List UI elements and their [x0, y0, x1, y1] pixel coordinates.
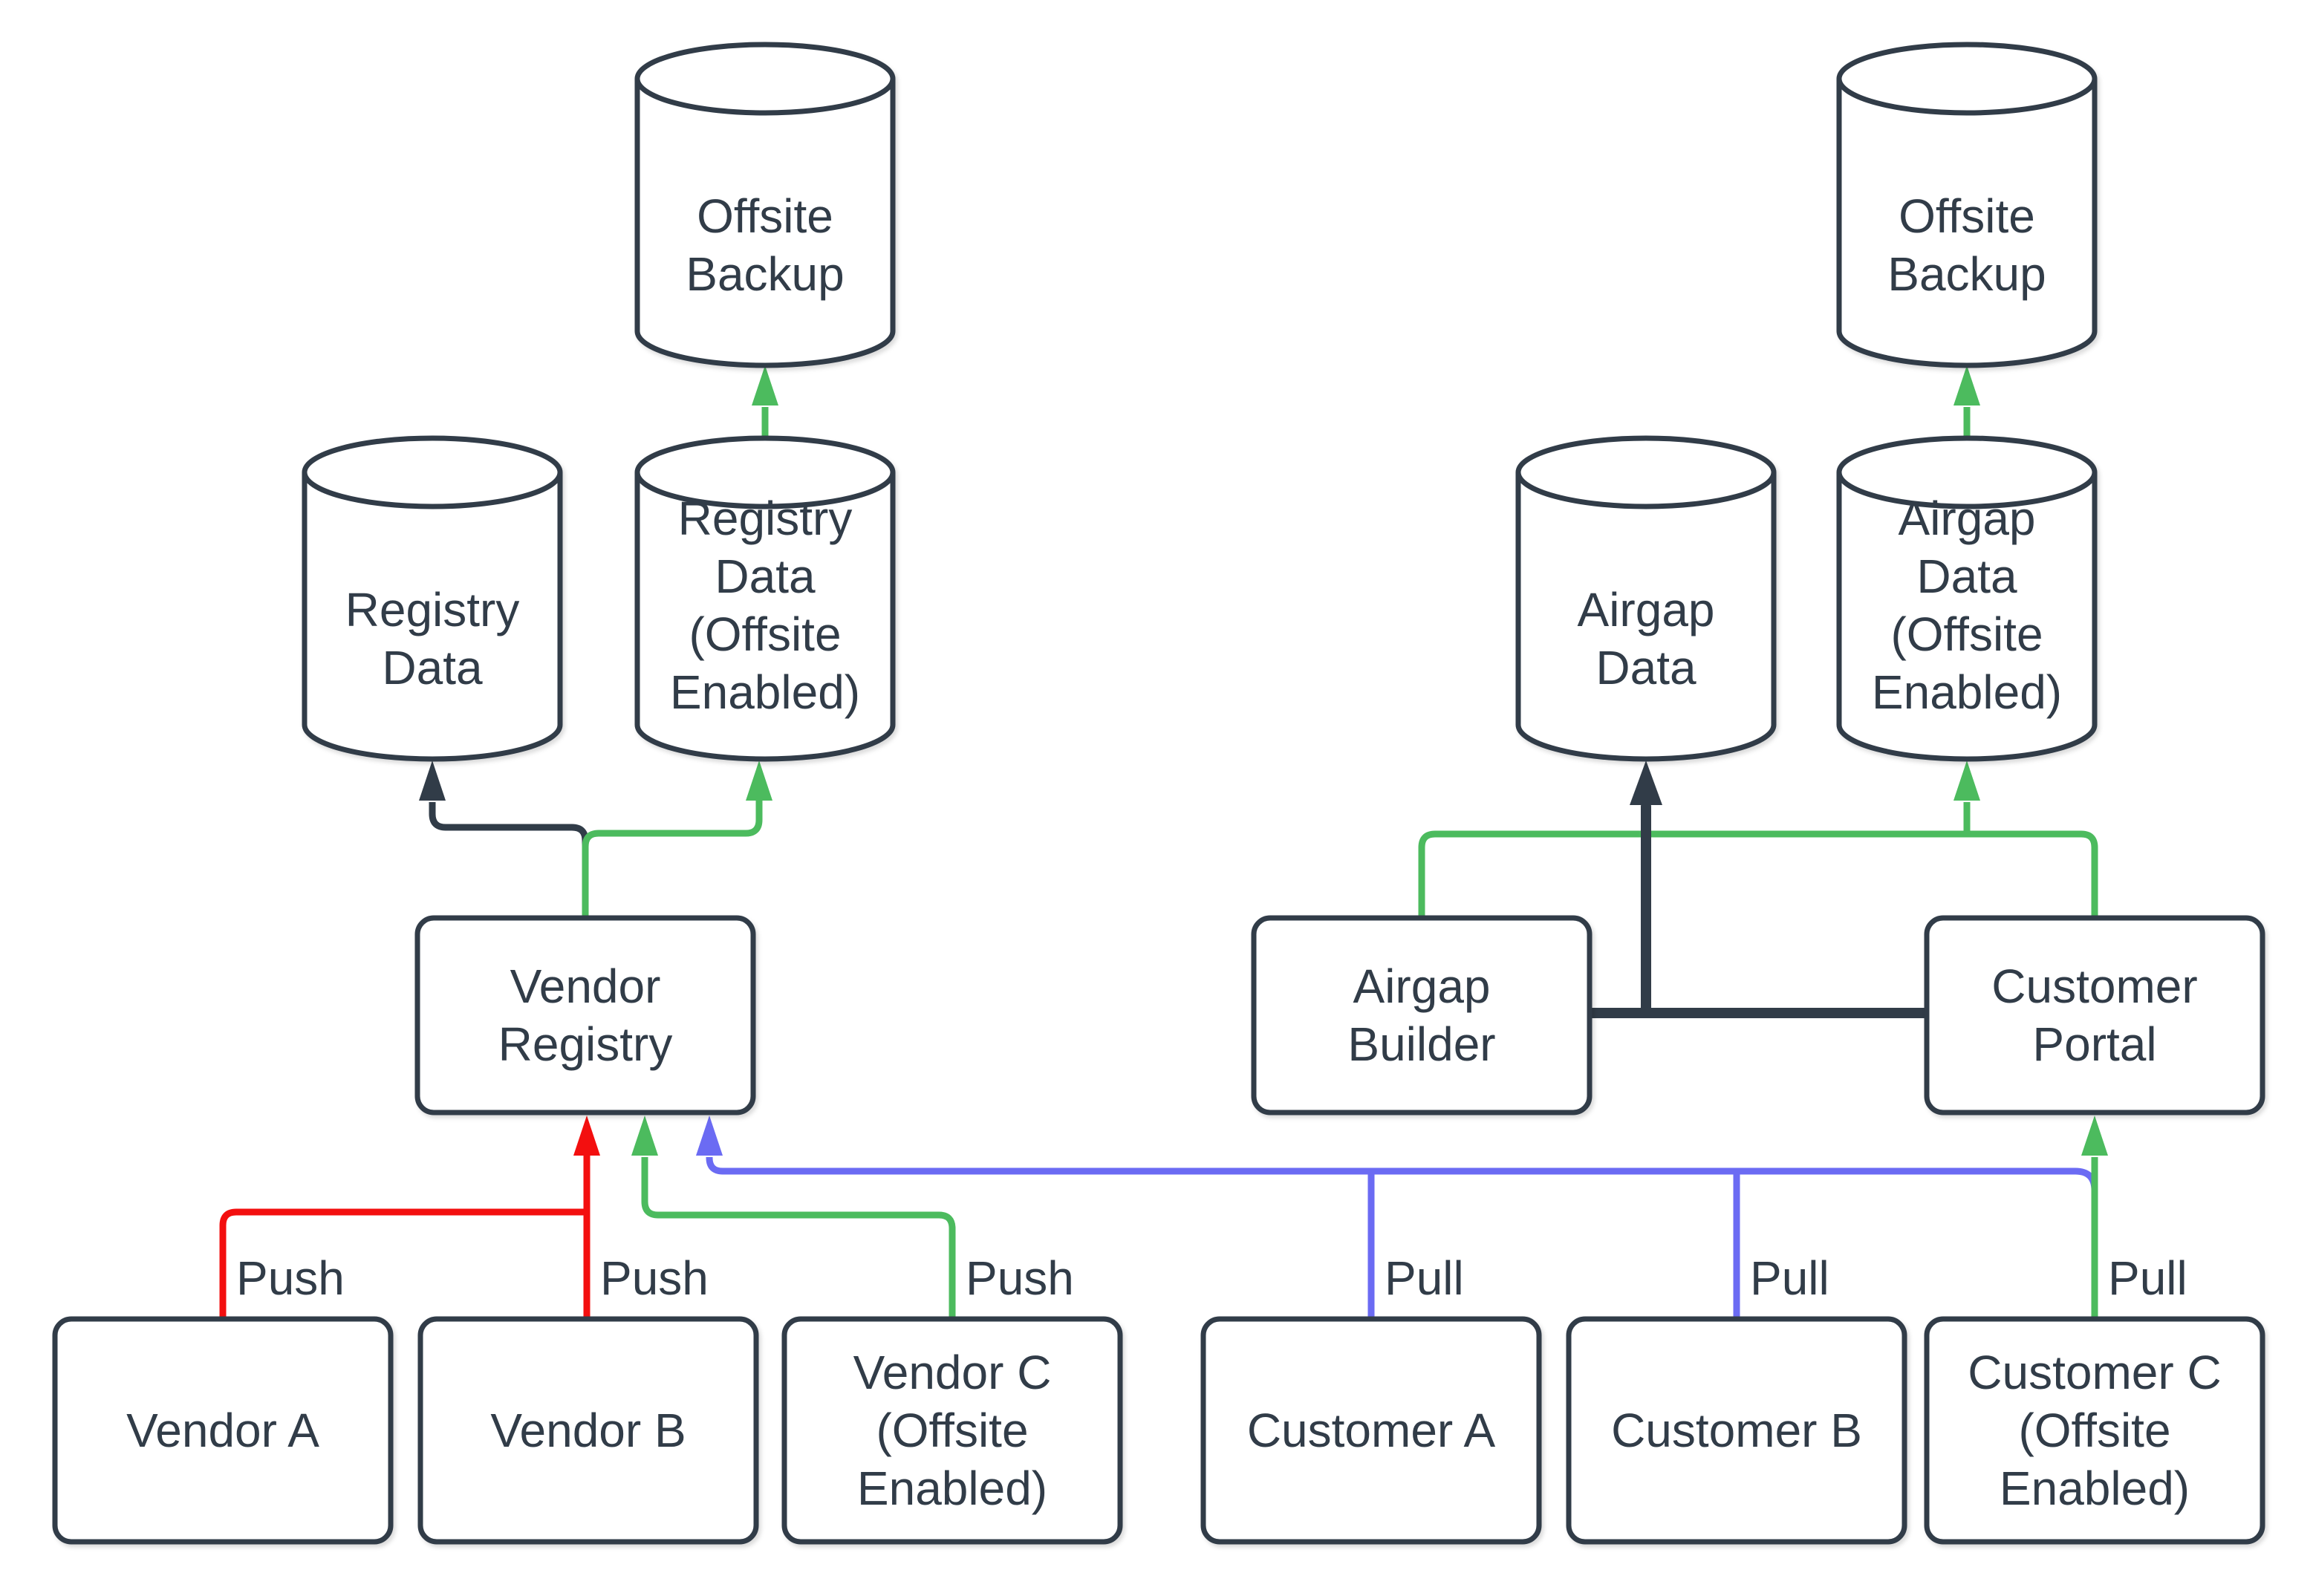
registry-offsite-write-line — [582, 801, 763, 918]
pull-label-customer-c: Pull — [2108, 1251, 2187, 1305]
node-label: Offsite — [1899, 189, 2035, 243]
node-registry-data: Registry Data — [302, 435, 563, 762]
box-shape — [1924, 915, 2265, 1115]
arrowhead-dark-into-airgap-data — [1630, 760, 1662, 805]
node-label: Registry — [678, 492, 853, 545]
pull-label-customer-a: Pull — [1385, 1251, 1464, 1305]
node-label: (Offsite — [2018, 1404, 2170, 1457]
cylinder-rim — [634, 78, 896, 116]
node-label: Data — [1595, 641, 1696, 694]
push-label-vendor-a: Push — [236, 1251, 345, 1305]
node-label: Vendor B — [490, 1404, 686, 1457]
push-line-vendor-a — [219, 1208, 587, 1319]
node-label: Data — [1916, 550, 2017, 603]
box-shape — [1566, 1316, 1907, 1545]
arrowhead-blue-into-vendor-registry — [696, 1115, 723, 1156]
node-label: Portal — [2032, 1017, 2156, 1071]
registry-write-line — [429, 802, 589, 918]
node-customer-a: Customer A — [1200, 1316, 1542, 1545]
edge-airgap-offsite-green-bus — [1418, 760, 2098, 918]
cylinder-shape — [302, 435, 563, 762]
node-customer-portal: Customer Portal — [1924, 915, 2265, 1115]
node-label: Customer C — [1968, 1346, 2221, 1399]
node-label: Backup — [686, 247, 844, 301]
arrowhead-green-into-offsite-backup-left — [752, 365, 778, 405]
cylinder-shape — [1836, 42, 2098, 368]
edge-registry-write-dark — [419, 760, 589, 918]
box-shape — [52, 1316, 394, 1545]
node-label: Vendor A — [126, 1404, 319, 1457]
node-airgap-data: Airgap Data — [1515, 435, 1777, 762]
box-shape — [414, 915, 756, 1115]
cylinder-rim — [302, 472, 563, 509]
box-shape — [781, 1316, 1123, 1545]
node-label: Enabled) — [670, 665, 860, 719]
node-label: Airgap — [1353, 960, 1491, 1013]
cylinder-shape — [634, 435, 896, 762]
box-shape — [1924, 1316, 2265, 1545]
edge-offsite-backup-left-green — [752, 365, 778, 438]
node-label: (Offsite — [876, 1404, 1028, 1457]
edge-push-red — [219, 1115, 600, 1319]
node-label: Customer — [1991, 960, 2197, 1013]
node-label: Airgap — [1578, 583, 1715, 636]
node-label: Vendor C — [853, 1346, 1052, 1399]
push-label-vendor-b: Push — [600, 1251, 709, 1305]
arrowhead-green-into-customer-portal — [2081, 1115, 2108, 1156]
node-label: Enabled) — [2000, 1462, 2190, 1515]
node-label: Offsite — [697, 189, 833, 243]
node-label: Vendor — [510, 960, 661, 1013]
arrowhead-green-into-airgap-data-offsite — [1953, 760, 1980, 801]
node-label: Backup — [1887, 247, 2046, 301]
edge-offsite-backup-right-green — [1953, 365, 1980, 438]
edge-registry-offsite-write-green — [582, 760, 772, 918]
box-shape — [417, 1316, 759, 1545]
cylinder-shape — [1836, 435, 2098, 762]
node-registry-data-offsite: Registry Data (Offsite Enabled) — [634, 435, 896, 762]
node-label: Enabled) — [857, 1462, 1047, 1515]
cylinder-shape — [1515, 435, 1777, 762]
cylinder-rim — [634, 472, 896, 509]
edge-pull-green-customer-c — [2081, 1115, 2108, 1319]
node-label: Registry — [498, 1017, 673, 1071]
arrowhead-red-into-vendor-registry — [573, 1115, 600, 1156]
edge-push-green-vendor-c — [631, 1115, 956, 1319]
node-airgap-builder: Airgap Builder — [1251, 915, 1593, 1115]
node-label: Data — [382, 641, 483, 694]
box-shape — [1200, 1316, 1542, 1545]
node-vendor-registry: Vendor Registry — [414, 915, 756, 1115]
node-label: (Offsite — [1890, 608, 2043, 661]
arrowhead-green-into-registry-data-offsite — [746, 760, 772, 801]
node-vendor-c: Vendor C (Offsite Enabled) — [781, 1316, 1123, 1545]
cylinder-rim — [1836, 472, 2098, 509]
edge-airgap-write-dark — [1586, 760, 1930, 1018]
box-shape — [1251, 915, 1593, 1115]
push-label-vendor-c: Push — [966, 1251, 1074, 1305]
node-label: Airgap — [1899, 492, 2036, 545]
edge-labels: Push Push Push Pull Pull Pull — [236, 1251, 2187, 1305]
node-label: Registry — [345, 583, 520, 636]
airgap-offsite-bus-line — [1418, 830, 2098, 918]
arrowhead-dark-into-registry-data — [419, 760, 446, 801]
node-label: Customer B — [1611, 1404, 1862, 1457]
pull-label-customer-b: Pull — [1750, 1251, 1829, 1305]
node-airgap-data-offsite: Airgap Data (Offsite Enabled) — [1836, 435, 2098, 762]
node-customer-c: Customer C (Offsite Enabled) — [1924, 1316, 2265, 1545]
node-label: Customer A — [1247, 1404, 1496, 1457]
node-offsite-backup-left: Offsite Backup — [634, 42, 896, 368]
arrowhead-green-into-vendor-registry — [631, 1115, 658, 1156]
node-customer-b: Customer B — [1566, 1316, 1907, 1545]
node-label: Builder — [1347, 1017, 1495, 1071]
node-label: Enabled) — [1872, 665, 2062, 719]
node-vendor-a: Vendor A — [52, 1316, 394, 1545]
cylinder-shape — [634, 42, 896, 368]
cylinder-rim — [1515, 472, 1777, 509]
node-offsite-backup-right: Offsite Backup — [1836, 42, 2098, 368]
cylinder-rim — [1836, 78, 2098, 116]
node-vendor-b: Vendor B — [417, 1316, 759, 1545]
arrowhead-green-into-offsite-backup-right — [1953, 365, 1980, 405]
node-label: (Offsite — [689, 608, 841, 661]
node-label: Data — [715, 550, 816, 603]
push-line-vendor-c — [641, 1157, 956, 1319]
